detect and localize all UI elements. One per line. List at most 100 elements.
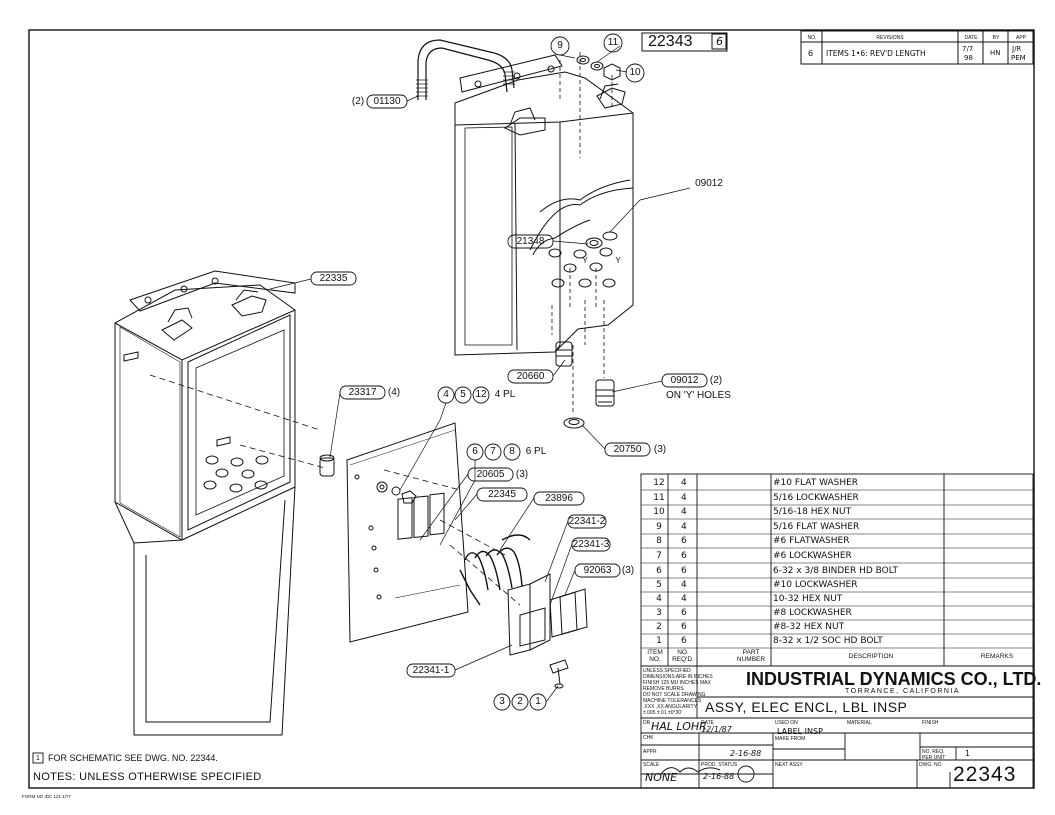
drawing-title: ASSY, ELEC ENCL, LBL INSP <box>705 699 908 715</box>
chk-label: CHK <box>643 735 654 741</box>
bom-qty: 6 <box>681 551 687 561</box>
used-on-label: USED ON <box>775 720 798 726</box>
material-label: MATERIAL <box>847 720 872 726</box>
bom-row: 10 4 5/16-18 HEX NUT <box>641 505 1009 519</box>
tolerance-line-2: DIMENSIONS ARE IN INCHES <box>643 674 713 680</box>
dwg-no-value: 22343 <box>953 763 1017 786</box>
callout-5: 5 <box>460 389 466 400</box>
callout-20750-qty: (3) <box>653 444 667 455</box>
dr-value: HAL LOHR <box>651 720 707 733</box>
bom-description: 10-32 HEX NUT <box>773 594 843 604</box>
tolerance-line-5: DO NOT SCALE DRAWING <box>643 692 706 698</box>
bom-description: 5/16-18 HEX NUT <box>773 507 852 517</box>
bom-item-no: 3 <box>656 608 662 618</box>
bom-qty: 6 <box>681 608 687 618</box>
wire-harness <box>459 534 531 606</box>
callout-22345: 22345 <box>488 489 516 500</box>
bom-item-no: 10 <box>653 507 665 517</box>
bom-description: 5/16 FLAT WASHER <box>773 522 860 532</box>
callout-23317-qty: (4) <box>387 387 401 398</box>
revisions-table <box>800 30 1034 65</box>
tolerance-line-7: .XXX .XX ANGULARITY <box>643 704 697 710</box>
appr-date: 2-16-88 <box>730 749 762 758</box>
date-value: 12/1/87 <box>701 725 732 734</box>
enclosure-door <box>114 486 296 736</box>
rev-entry-date-a: 7/7 <box>962 45 974 53</box>
drawing-number-top: 22343 <box>648 33 693 50</box>
appr-label: APPR <box>643 749 657 755</box>
prod-status-label: PROD. STATUS <box>701 762 738 768</box>
callout-23896: 23896 <box>545 493 573 504</box>
bom-description: #6 FLATWASHER <box>773 536 850 546</box>
notes-heading: NOTES: UNLESS OTHERWISE SPECIFIED <box>33 771 262 783</box>
note-1-number: 1 <box>36 755 40 762</box>
bom-description: #10 FLAT WASHER <box>773 478 859 488</box>
bom-qty: 6 <box>681 636 687 646</box>
rev-header-date: DATE <box>964 35 978 41</box>
callout-21348: 21348 <box>516 236 545 247</box>
bom-qty: 4 <box>681 507 687 517</box>
bom-header-remarks: REMARKS <box>980 653 1014 660</box>
callout-22341-3: 22341-3 <box>572 539 610 550</box>
bom-qty: 6 <box>681 622 687 632</box>
bom-qty: 4 <box>681 478 687 488</box>
company-name: INDUSTRIAL DYNAMICS CO., LTD. <box>746 669 1042 689</box>
bom-header-item: ITEM NO. <box>647 649 663 663</box>
callout-6-pl: 6 PL <box>525 446 547 457</box>
bom-item-no: 2 <box>656 622 662 632</box>
tolerance-line-1: UNLESS SPECIFIED <box>643 668 691 674</box>
drawing-border <box>28 29 1035 789</box>
finish-label: FINISH <box>922 720 939 726</box>
dwg-no-label: DWG. NO <box>919 762 942 768</box>
callout-09012-top: 09012 <box>695 178 723 189</box>
tolerance-line-8: ±.005 ±.01 ±0°30' <box>643 710 682 716</box>
callout-09012-qty: (2) <box>709 375 723 386</box>
bom-item-no: 11 <box>653 493 665 503</box>
tolerance-line-6: MACHINE TOLERANCES <box>643 698 702 704</box>
rev-entry-by: HN <box>990 49 1001 57</box>
terminal-blocks <box>394 492 461 599</box>
callout-8: 8 <box>509 446 515 457</box>
bom-item-no: 6 <box>656 566 662 576</box>
y-mark-1: Y <box>582 256 588 265</box>
callout-92063: 92063 <box>583 565 612 576</box>
bom-qty: 4 <box>681 594 687 604</box>
bom-item-no: 12 <box>653 478 665 488</box>
title-block <box>640 665 1034 789</box>
bom-description: 8-32 x 1/2 SOC HD BOLT <box>773 636 883 646</box>
upper-fasteners <box>576 55 621 81</box>
callout-20605: 20605 <box>476 469 505 480</box>
callout-92063-qty: (3) <box>621 565 635 576</box>
callout-22341-1: 22341-1 <box>412 665 450 676</box>
date-label: DATE <box>701 720 714 726</box>
callout-shapes <box>310 33 708 711</box>
callout-1: 1 <box>535 696 541 707</box>
rev-entry-app-a: J/R <box>1012 45 1022 53</box>
dr-label: DR <box>643 720 651 726</box>
callout-9: 9 <box>557 40 563 51</box>
callout-on-y-holes: ON 'Y' HOLES <box>666 390 731 401</box>
callout-22341-2: 22341-2 <box>568 516 606 527</box>
tolerance-line-3: FINISH 125 MU INCHES MAX <box>643 680 711 686</box>
rev-entry-app-b: PEM <box>1011 54 1026 62</box>
callout-20660: 20660 <box>516 371 545 382</box>
bom-qty: 4 <box>681 580 687 590</box>
callout-12: 12 <box>475 389 487 400</box>
callout-09012: 09012 <box>670 375 699 386</box>
brackets <box>507 573 588 656</box>
callout-2: 2 <box>517 696 523 707</box>
mounting-panel <box>346 422 469 643</box>
cable-grips <box>555 341 615 429</box>
bottom-screw <box>549 659 569 689</box>
callout-7: 7 <box>490 446 496 457</box>
rev-header-app: APP <box>1015 35 1026 41</box>
bom-item-no: 7 <box>656 551 662 561</box>
bom-description: #10 LOCKWASHER <box>773 580 858 590</box>
callout-01130-qty: (2) <box>351 96 365 107</box>
